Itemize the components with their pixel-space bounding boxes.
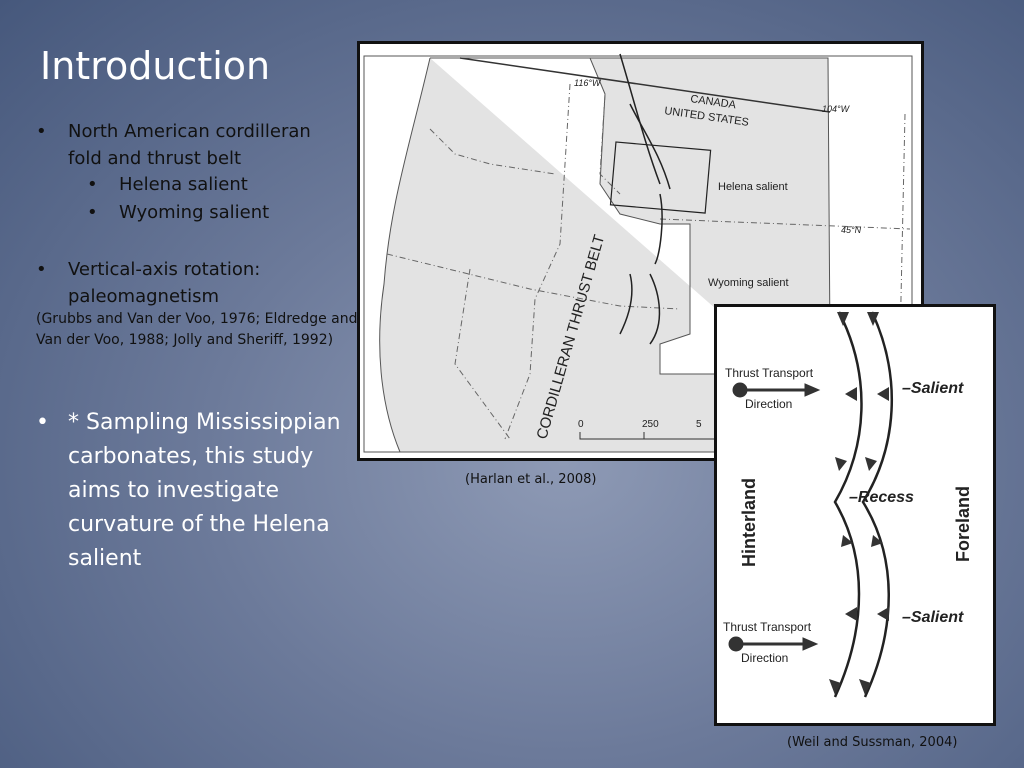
arrow-icon — [728, 382, 821, 652]
sub-bullet-helena: • Helena salient — [87, 174, 248, 195]
foreland-label: Foreland — [953, 486, 973, 562]
bullet-text: North American cordilleran fold and thru… — [68, 121, 311, 169]
direction-label-1: Direction — [745, 397, 792, 411]
salient-label-2: –Salient — [902, 609, 964, 626]
scale-500: 5 — [696, 419, 702, 430]
bullet-text: Helena salient — [119, 174, 248, 195]
thrust-transport-label-1: Thrust Transport — [725, 366, 814, 380]
bullet-study-aim: • * Sampling Mississippian carbonates, t… — [36, 406, 358, 576]
salient-recess-diagram: Thrust Transport Direction Thrust Transp… — [714, 304, 996, 726]
label-wyoming-salient: Wyoming salient — [708, 277, 789, 289]
label-104w: 104°W — [822, 104, 851, 114]
scale-0: 0 — [578, 419, 584, 430]
slide-title: Introduction — [40, 44, 271, 88]
label-45n: 45°N — [841, 225, 862, 235]
label-116w: 116°W — [574, 78, 602, 88]
bullet-text: Vertical-axis rotation: paleomagnetism — [68, 259, 261, 307]
bullet-marker: • — [87, 174, 98, 195]
recess-label: –Recess — [849, 489, 914, 506]
diagram-caption: (Weil and Sussman, 2004) — [787, 735, 958, 750]
bullet-rotation: • Vertical-axis rotation: paleomagnetism — [36, 256, 318, 310]
hinterland-label: Hinterland — [739, 478, 759, 567]
references: (Grubbs and Van der Voo, 1976; Eldredge … — [36, 311, 358, 348]
bullet-marker: • — [36, 259, 47, 280]
bullet-text: Wyoming salient — [119, 202, 270, 223]
cordilleran-map: 116°W CANADA UNITED STATES 104°W Helena … — [357, 41, 924, 461]
bullet-text: * Sampling Mississippian carbonates, thi… — [68, 410, 341, 571]
direction-label-2: Direction — [741, 651, 788, 665]
map-caption: (Harlan et al., 2008) — [465, 472, 597, 487]
bullet-marker: • — [87, 202, 98, 223]
thrust-transport-label-2: Thrust Transport — [723, 620, 812, 634]
label-helena-salient: Helena salient — [718, 181, 788, 193]
sub-bullet-wyoming: • Wyoming salient — [87, 202, 270, 223]
scale-250: 250 — [642, 419, 659, 430]
bullet-marker: • — [36, 121, 47, 142]
bullet-marker: • — [36, 410, 49, 435]
salient-label-1: –Salient — [902, 380, 964, 397]
bullet-cordilleran: • North American cordilleran fold and th… — [36, 118, 338, 172]
